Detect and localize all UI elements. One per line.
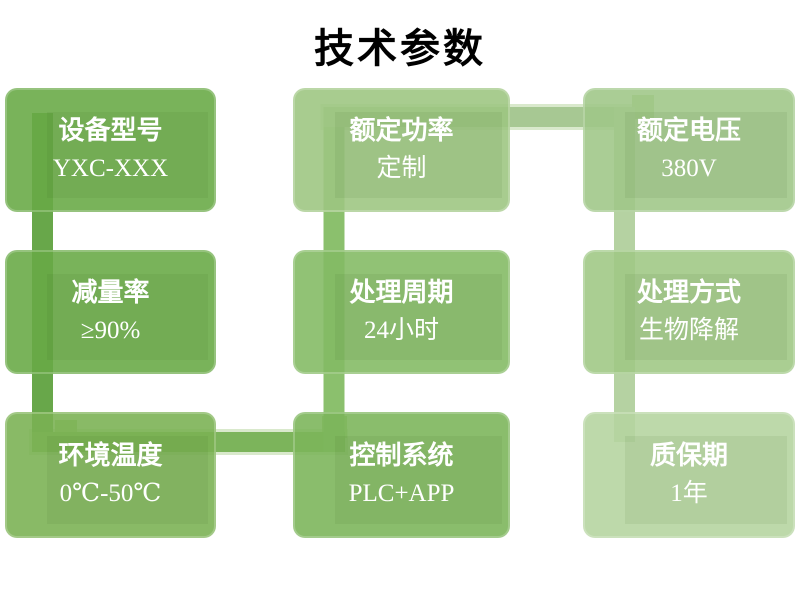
card-warranty-period: 质保期 1年	[583, 412, 795, 538]
card-rated-voltage: 额定电压 380V	[583, 88, 795, 212]
card-label: 额定功率	[349, 116, 454, 145]
card-value: 0℃-50℃	[59, 480, 162, 507]
card-value: PLC+APP	[348, 480, 455, 507]
card-value: ≥90%	[80, 317, 141, 344]
card-reduction-rate: 减量率 ≥90%	[5, 250, 216, 374]
card-rated-power: 额定功率 定制	[293, 88, 510, 212]
card-ambient-temperature: 环境温度 0℃-50℃	[5, 412, 216, 538]
card-label: 处理周期	[349, 278, 454, 307]
page-title: 技术参数	[314, 27, 486, 71]
card-value: 定制	[376, 155, 427, 182]
card-processing-cycle: 处理周期 24小时	[293, 250, 510, 374]
card-value: 1年	[670, 480, 708, 507]
card-label: 减量率	[71, 278, 150, 307]
card-control-system: 控制系统 PLC+APP	[293, 412, 510, 538]
card-device-model: 设备型号 YXC-XXX	[5, 88, 216, 212]
card-label: 控制系统	[349, 441, 454, 470]
card-label: 处理方式	[636, 278, 741, 307]
card-value: 生物降解	[638, 317, 739, 344]
card-value: 24小时	[363, 317, 439, 344]
card-label: 额定电压	[636, 116, 741, 145]
card-value: YXC-XXX	[52, 155, 169, 182]
card-value: 380V	[661, 155, 717, 182]
card-label: 质保期	[649, 441, 728, 470]
card-label: 环境温度	[58, 441, 163, 470]
card-label: 设备型号	[58, 116, 163, 145]
card-processing-method: 处理方式 生物降解	[583, 250, 795, 374]
